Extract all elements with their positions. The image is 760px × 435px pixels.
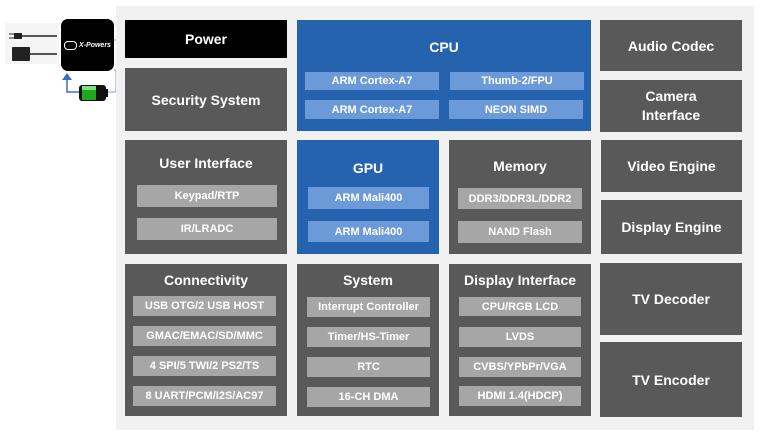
ui-ir-lradc: IR/LRADC — [137, 218, 277, 240]
disp-cvbs: CVBS/YPbPr/VGA — [459, 357, 581, 377]
system-block: System Interrupt Controller Timer/HS-Tim… — [297, 264, 439, 416]
security-title: Security System — [151, 91, 261, 108]
camera-title-line1: Camera — [645, 88, 697, 104]
security-system-block: Security System — [125, 68, 287, 131]
power-sources — [5, 23, 125, 101]
conn-gmac: GMAC/EMAC/SD/MMC — [133, 326, 276, 346]
cpu-block: CPU ARM Cortex-A7 Thumb-2/FPU ARM Cortex… — [297, 20, 591, 131]
battery-icon — [79, 85, 108, 101]
audio-title: Audio Codec — [627, 37, 715, 54]
video-engine-block: Video Engine — [601, 140, 742, 192]
cpu-core-2: ARM Cortex-A7 — [305, 100, 439, 119]
gpu-block: GPU ARM Mali400 ARM Mali400 — [297, 140, 439, 254]
memory-nand-flash: NAND Flash — [458, 221, 582, 243]
memory-block: Memory DDR3/DDR3L/DDR2 NAND Flash — [449, 140, 591, 254]
tv-encoder-title: TV Encoder — [632, 371, 710, 388]
display-interface-block: Display Interface CPU/RGB LCD LVDS CVBS/… — [449, 264, 591, 416]
pmic-chip: X-Powers — [61, 19, 114, 71]
conn-spi-twi: 4 SPI/5 TWI/2 PS2/TS — [133, 356, 276, 376]
conn-usb: USB OTG/2 USB HOST — [133, 296, 276, 316]
connectivity-block: Connectivity USB OTG/2 USB HOST GMAC/EMA… — [125, 264, 287, 416]
audio-codec-block: Audio Codec — [600, 20, 742, 71]
display-engine-block: Display Engine — [601, 200, 742, 254]
gpu-mali400-1: ARM Mali400 — [308, 187, 429, 209]
display-engine-title: Display Engine — [621, 219, 722, 235]
memory-ddr: DDR3/DDR3L/DDR2 — [458, 188, 582, 209]
ac-plug-icon — [9, 33, 57, 39]
ui-keypad-rtp: Keypad/RTP — [137, 185, 277, 207]
sys-rtc: RTC — [307, 357, 430, 377]
camera-interface-block: Camera Interface — [600, 80, 742, 132]
gpu-title: GPU — [352, 160, 384, 176]
user-interface-title: User Interface — [159, 155, 253, 171]
tv-decoder-title: TV Decoder — [632, 291, 710, 307]
disp-hdmi: HDMI 1.4(HDCP) — [459, 386, 581, 406]
tv-decoder-block: TV Decoder — [600, 263, 742, 335]
usb-adapter-icon — [12, 47, 57, 61]
battery-arrow-line — [66, 79, 80, 93]
power-title: Power — [184, 31, 227, 47]
video-title: Video Engine — [627, 158, 716, 174]
sys-interrupt-controller: Interrupt Controller — [307, 297, 430, 317]
camera-title-line2: Interface — [641, 107, 701, 123]
arrow-up-icon — [62, 73, 72, 80]
cpu-neon-simd: NEON SIMD — [449, 100, 583, 119]
disp-lvds: LVDS — [459, 327, 581, 347]
display-interface-title: Display Interface — [463, 272, 577, 288]
cpu-core-1: ARM Cortex-A7 — [305, 72, 439, 90]
sys-timer: Timer/HS-Timer — [307, 327, 430, 347]
gpu-mali400-2: ARM Mali400 — [308, 221, 429, 242]
cpu-title: CPU — [429, 39, 459, 55]
xpowers-logo-icon — [64, 40, 78, 50]
connectivity-title: Connectivity — [163, 272, 248, 288]
memory-title: Memory — [493, 158, 547, 174]
user-interface-block: User Interface Keypad/RTP IR/LRADC — [125, 140, 287, 254]
power-block: Power — [125, 20, 287, 58]
tv-encoder-block: TV Encoder — [600, 342, 742, 417]
system-title: System — [343, 272, 393, 288]
disp-cpu-rgb-lcd: CPU/RGB LCD — [459, 297, 581, 316]
sys-dma: 16-CH DMA — [307, 387, 430, 407]
cpu-thumb-fpu: Thumb-2/FPU — [450, 72, 584, 90]
battery-connector-line — [106, 69, 117, 93]
conn-uart: 8 UART/PCM/I2S/AC97 — [133, 386, 276, 406]
pmic-brand: X-Powers — [79, 41, 111, 49]
